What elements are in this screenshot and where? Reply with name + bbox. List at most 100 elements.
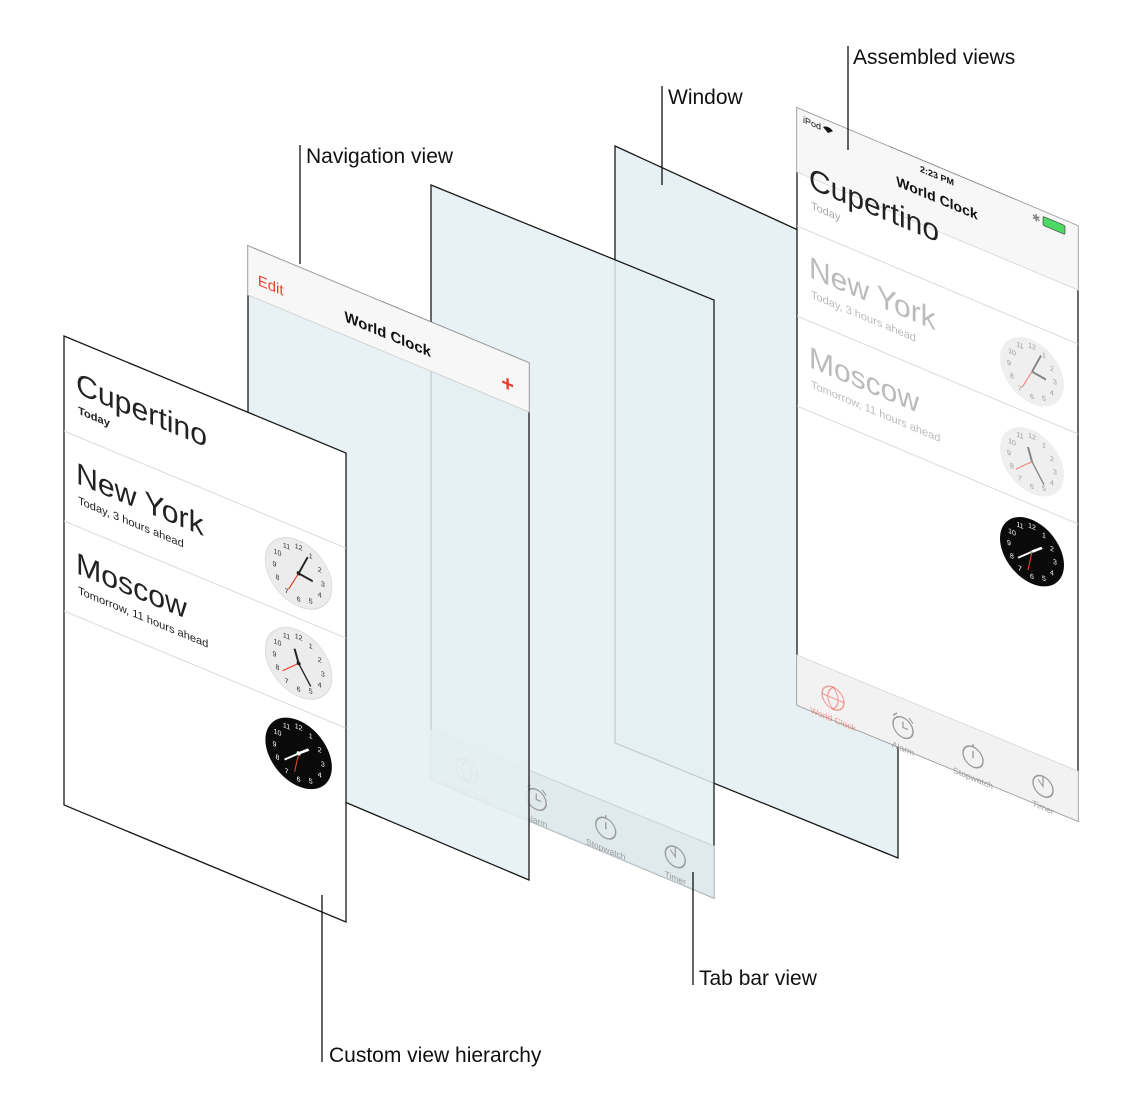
custom-view-panel xyxy=(63,335,347,923)
clock-pin xyxy=(296,571,301,576)
second-hand xyxy=(1015,461,1033,470)
hour-hand xyxy=(1031,546,1043,553)
minute-hand xyxy=(1017,550,1033,559)
minute-hand xyxy=(297,663,312,687)
svg-text:12: 12 xyxy=(295,631,303,643)
svg-text:2: 2 xyxy=(1050,454,1054,464)
svg-text:9: 9 xyxy=(273,559,277,569)
bluetooth-icon: ✱ xyxy=(1032,211,1040,226)
second-hand xyxy=(1021,371,1033,388)
row-separator xyxy=(797,405,1078,525)
svg-text:12: 12 xyxy=(295,721,303,733)
callout-assembled: Assembled views xyxy=(847,46,1015,150)
assembled-layer: iPod 2:23 PM ✱ World Clock Cupertino Tod… xyxy=(796,107,1079,822)
svg-text:3: 3 xyxy=(321,669,325,679)
callout-label: Tab bar view xyxy=(699,967,818,990)
svg-text:1: 1 xyxy=(309,551,313,561)
minute-hand xyxy=(297,556,309,575)
custom-view-layer: Cupertino Today New York Today, 3 hours … xyxy=(63,335,347,923)
svg-text:8: 8 xyxy=(1010,371,1014,381)
svg-text:8: 8 xyxy=(1010,551,1014,561)
svg-text:4: 4 xyxy=(318,590,322,600)
svg-text:4: 4 xyxy=(318,680,322,690)
svg-text:11: 11 xyxy=(1016,339,1023,351)
svg-text:7: 7 xyxy=(1018,473,1022,483)
svg-text:5: 5 xyxy=(309,686,313,696)
svg-text:10: 10 xyxy=(274,546,282,558)
svg-text:6: 6 xyxy=(297,774,301,784)
svg-text:11: 11 xyxy=(1016,519,1023,531)
svg-text:2: 2 xyxy=(318,655,322,665)
svg-text:11: 11 xyxy=(283,720,290,732)
add-button[interactable]: + xyxy=(501,368,514,398)
callout-label: Assembled views xyxy=(853,46,1015,69)
assembled-nav-bar xyxy=(796,107,1079,291)
callout-custom: Custom view hierarchy xyxy=(321,895,542,1067)
second-hand xyxy=(294,753,300,773)
svg-text:4: 4 xyxy=(1050,568,1054,578)
svg-text:7: 7 xyxy=(285,766,289,776)
svg-text:3: 3 xyxy=(1053,557,1057,567)
svg-text:4: 4 xyxy=(318,770,322,780)
svg-text:8: 8 xyxy=(276,662,280,672)
svg-text:12: 12 xyxy=(295,541,303,553)
second-hand xyxy=(1027,551,1033,571)
svg-text:6: 6 xyxy=(1030,571,1034,581)
callout-window: Window xyxy=(661,86,744,185)
svg-text:5: 5 xyxy=(1042,483,1046,493)
callout-navigation: Navigation view xyxy=(299,145,454,264)
globe-icon xyxy=(821,685,845,711)
svg-text:2: 2 xyxy=(318,565,322,575)
svg-text:5: 5 xyxy=(1042,573,1046,583)
svg-text:5: 5 xyxy=(1042,393,1046,403)
svg-text:7: 7 xyxy=(285,586,289,596)
svg-text:5: 5 xyxy=(309,596,313,606)
svg-text:5: 5 xyxy=(309,776,313,786)
svg-text:7: 7 xyxy=(1018,563,1022,573)
svg-text:7: 7 xyxy=(1018,383,1022,393)
svg-text:12: 12 xyxy=(1028,430,1036,442)
navigation-bar xyxy=(247,245,530,413)
svg-text:1: 1 xyxy=(1042,350,1046,360)
clock-pin xyxy=(296,751,301,756)
row-separator xyxy=(64,520,346,639)
row-separator xyxy=(64,610,346,729)
svg-text:4: 4 xyxy=(1050,478,1054,488)
svg-text:8: 8 xyxy=(276,572,280,582)
timer-hand xyxy=(669,846,676,859)
minute-hand xyxy=(1031,461,1045,485)
svg-text:9: 9 xyxy=(1007,538,1011,548)
svg-text:9: 9 xyxy=(273,649,277,659)
svg-text:10: 10 xyxy=(1008,526,1016,538)
svg-text:6: 6 xyxy=(297,594,301,604)
svg-text:10: 10 xyxy=(274,636,282,648)
alarm-clock-icon xyxy=(892,715,914,740)
svg-text:2: 2 xyxy=(318,745,322,755)
svg-text:2: 2 xyxy=(1050,544,1054,554)
callout-tabbar: Tab bar view xyxy=(692,872,818,990)
callout-label: Custom view hierarchy xyxy=(329,1044,542,1067)
hour-hand xyxy=(293,648,300,664)
assembled-tab-bar xyxy=(796,654,1079,822)
svg-text:4: 4 xyxy=(1050,388,1054,398)
svg-text:12: 12 xyxy=(1028,340,1036,352)
svg-text:1: 1 xyxy=(309,641,313,651)
hour-hand xyxy=(297,748,310,755)
svg-text:3: 3 xyxy=(321,579,325,589)
svg-text:10: 10 xyxy=(274,726,282,738)
svg-text:6: 6 xyxy=(297,684,301,694)
svg-text:8: 8 xyxy=(1010,461,1014,471)
row-separator xyxy=(797,225,1078,345)
svg-text:1: 1 xyxy=(309,731,313,741)
svg-text:11: 11 xyxy=(283,630,290,642)
svg-text:6: 6 xyxy=(1030,481,1034,491)
svg-text:1: 1 xyxy=(1042,440,1046,450)
second-hand xyxy=(282,662,299,672)
svg-text:7: 7 xyxy=(285,676,289,686)
svg-text:10: 10 xyxy=(1008,436,1016,448)
